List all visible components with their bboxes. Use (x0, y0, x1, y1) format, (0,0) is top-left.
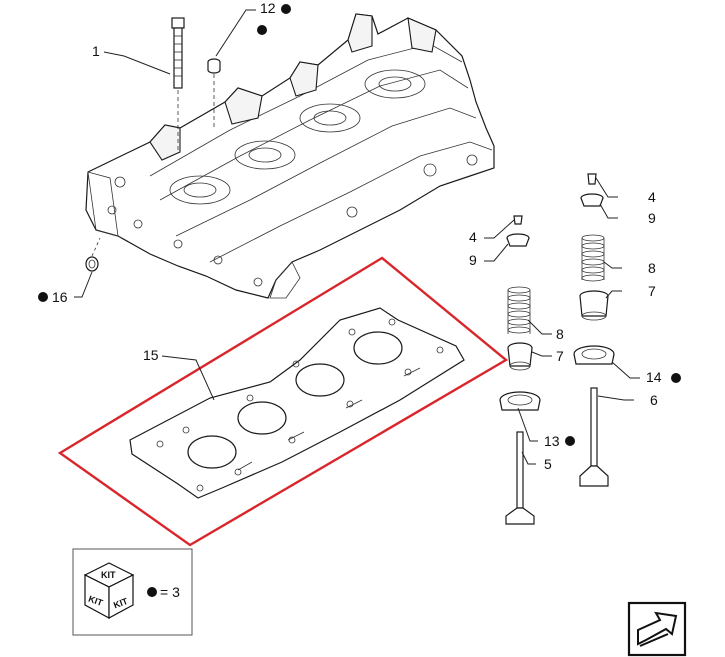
head-bolt (171, 17, 185, 150)
next-page-arrow-icon (637, 611, 678, 646)
callout-13: 13 (544, 433, 560, 449)
head-gasket (129, 307, 465, 499)
highlight-frame (57, 256, 509, 547)
seal-ring (85, 237, 101, 272)
kit-label-right: KIT (112, 596, 130, 611)
kit-label-left: KIT (87, 594, 105, 609)
callout-4b: 4 (648, 189, 656, 205)
dowel-pin (207, 58, 221, 130)
callout-7b: 7 (648, 283, 656, 299)
callout-4a: 4 (469, 229, 477, 245)
valve-train-left (499, 215, 541, 525)
callout-9a: 9 (469, 252, 477, 268)
filled-dot-icon (38, 292, 48, 302)
leader-lines (74, 9, 640, 465)
callout-8a: 8 (556, 326, 564, 342)
callout-15: 15 (143, 347, 159, 363)
filled-dot-icon (281, 4, 291, 14)
callout-6: 6 (650, 392, 658, 408)
filled-dot-icon (257, 25, 267, 35)
kit-legend: KIT KIT KIT = 3 (72, 548, 193, 636)
callout-16: 16 (52, 289, 68, 305)
filled-dot-icon (147, 587, 157, 597)
kit-legend-value: = 3 (160, 584, 180, 600)
kit-label-top: KIT (101, 570, 116, 580)
filled-dot-icon (671, 373, 681, 383)
callout-5: 5 (544, 456, 552, 472)
cylinder-head (85, 13, 495, 299)
callout-1: 1 (92, 43, 100, 59)
callout-12: 12 (260, 0, 276, 16)
callout-7a: 7 (556, 348, 564, 364)
filled-dot-icon (565, 436, 575, 446)
callout-14: 14 (646, 369, 662, 385)
callout-8b: 8 (648, 260, 656, 276)
kit-cube-icon: KIT KIT KIT (83, 562, 135, 620)
callout-9b: 9 (648, 210, 656, 226)
valve-train-right (573, 173, 615, 487)
next-page-button[interactable] (627, 601, 687, 657)
